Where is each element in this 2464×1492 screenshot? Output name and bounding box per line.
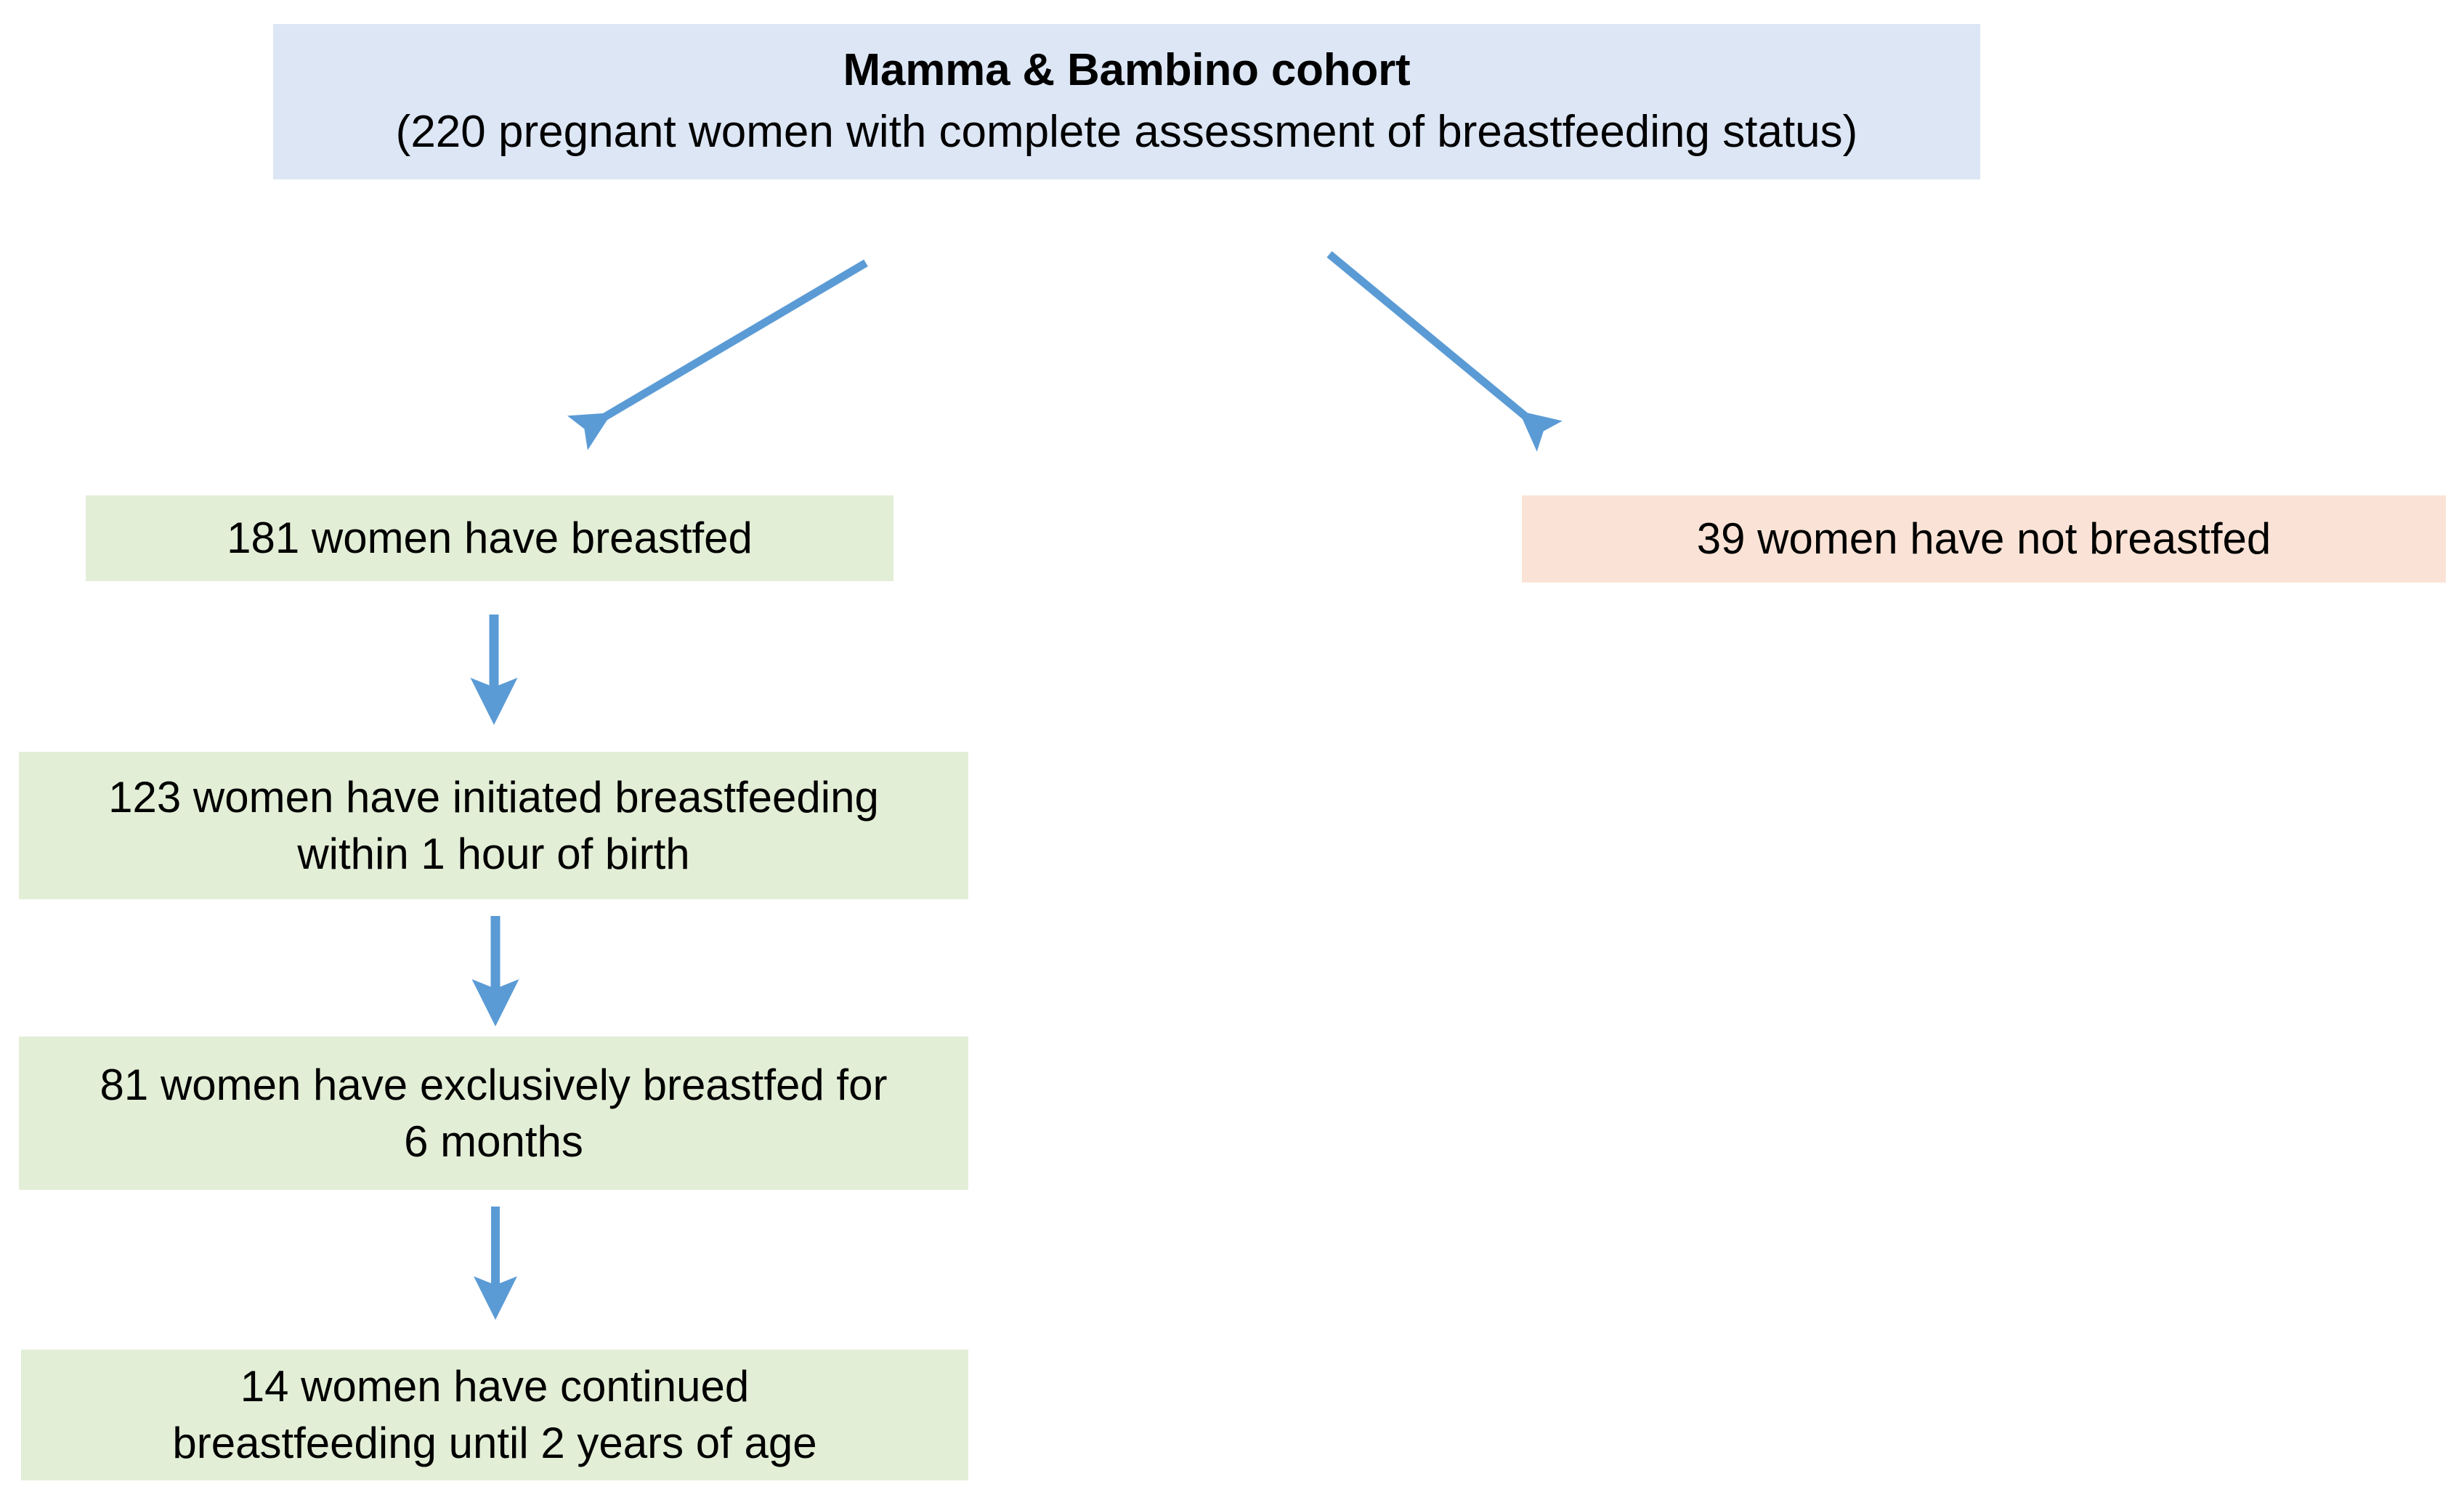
node-continued-breastfeeding: 14 women have continued breastfeeding un… (21, 1350, 968, 1480)
node-continued-line1: 14 women have continued (240, 1362, 750, 1411)
arrow-initiated-to-exclusive (471, 916, 519, 1026)
node-cohort-subtitle: (220 pregnant women with complete assess… (395, 107, 1858, 157)
node-not-breastfed: 39 women have not breastfed (1522, 495, 2446, 583)
node-not-breastfed-label: 39 women have not breastfed (1696, 514, 2272, 563)
node-exclusively-breastfed: 81 women have exclusively breastfed for … (19, 1037, 968, 1190)
arrow-breastfed-to-initiated (470, 615, 518, 725)
node-initiated-line1: 123 women have initiated breastfeeding (108, 772, 879, 822)
arrow-exclusive-to-continued (474, 1207, 517, 1320)
node-exclusive-line1: 81 women have exclusively breastfed for (100, 1060, 888, 1109)
node-breastfed-label: 181 women have breastfed (227, 514, 753, 562)
node-breastfed: 181 women have breastfed (86, 495, 893, 581)
node-continued-line2: breastfeeding until 2 years of age (172, 1419, 817, 1467)
arrow-root-to-not-breastfed (1326, 251, 1563, 452)
node-initiated-line2: within 1 hour of birth (297, 829, 690, 878)
arrow-root-to-breastfed (567, 259, 868, 450)
node-initiated-breastfeeding: 123 women have initiated breastfeeding w… (19, 752, 968, 899)
node-exclusive-line2: 6 months (404, 1116, 583, 1166)
node-cohort-root: Mamma & Bambino cohort (220 pregnant wom… (273, 24, 1980, 179)
node-cohort-title: Mamma & Bambino cohort (843, 45, 1411, 96)
